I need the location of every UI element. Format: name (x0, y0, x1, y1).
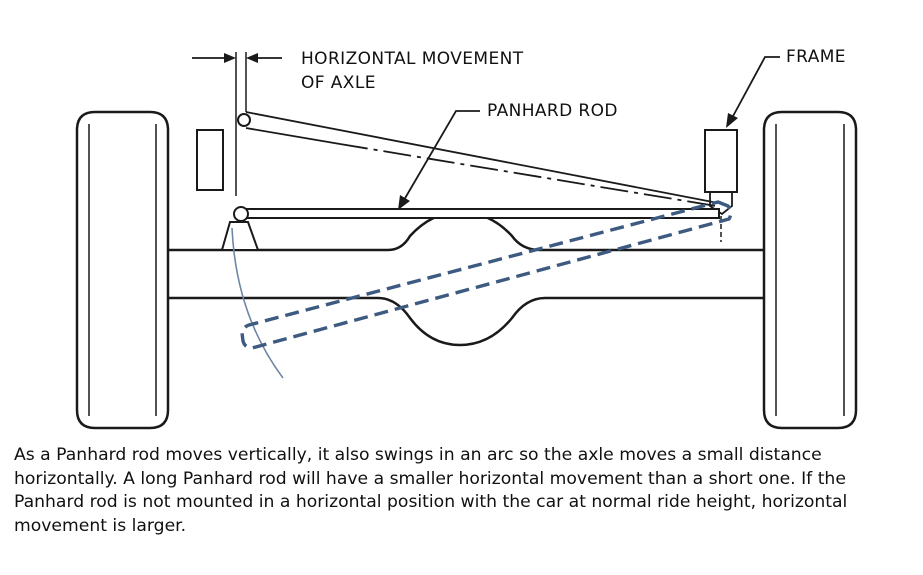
panhard-rod-arrowhead (398, 195, 410, 210)
upper-pivot (237, 113, 251, 127)
lower-pivot (233, 206, 249, 222)
horizontal-movement-label: OF AXLE (301, 73, 376, 93)
frame-label: FRAME (786, 47, 846, 67)
left-tire (75, 110, 170, 430)
left-frame-block (196, 129, 224, 191)
panhard-rod (240, 208, 720, 219)
frame-block (704, 129, 738, 193)
dimension-arrowhead (224, 53, 236, 63)
swung-rod-upper-edge (245, 111, 719, 204)
panhard-rod-label: PANHARD ROD (487, 101, 618, 121)
right-tire (762, 110, 858, 430)
axle-mount-bracket (220, 221, 260, 251)
horizontal-movement-label: HORIZONTAL MOVEMENT (301, 49, 524, 69)
swung-rod-lower-edge (245, 127, 341, 145)
frame-leader (731, 56, 780, 119)
swing-arc (231, 227, 284, 379)
swung-rod-phantom-line (339, 143, 717, 207)
frame-arrowhead (726, 113, 738, 128)
panhard-rod-leader (403, 110, 480, 201)
figure-caption: As a Panhard rod moves vertically, it al… (14, 445, 848, 536)
dimension-arrowhead (246, 53, 258, 63)
